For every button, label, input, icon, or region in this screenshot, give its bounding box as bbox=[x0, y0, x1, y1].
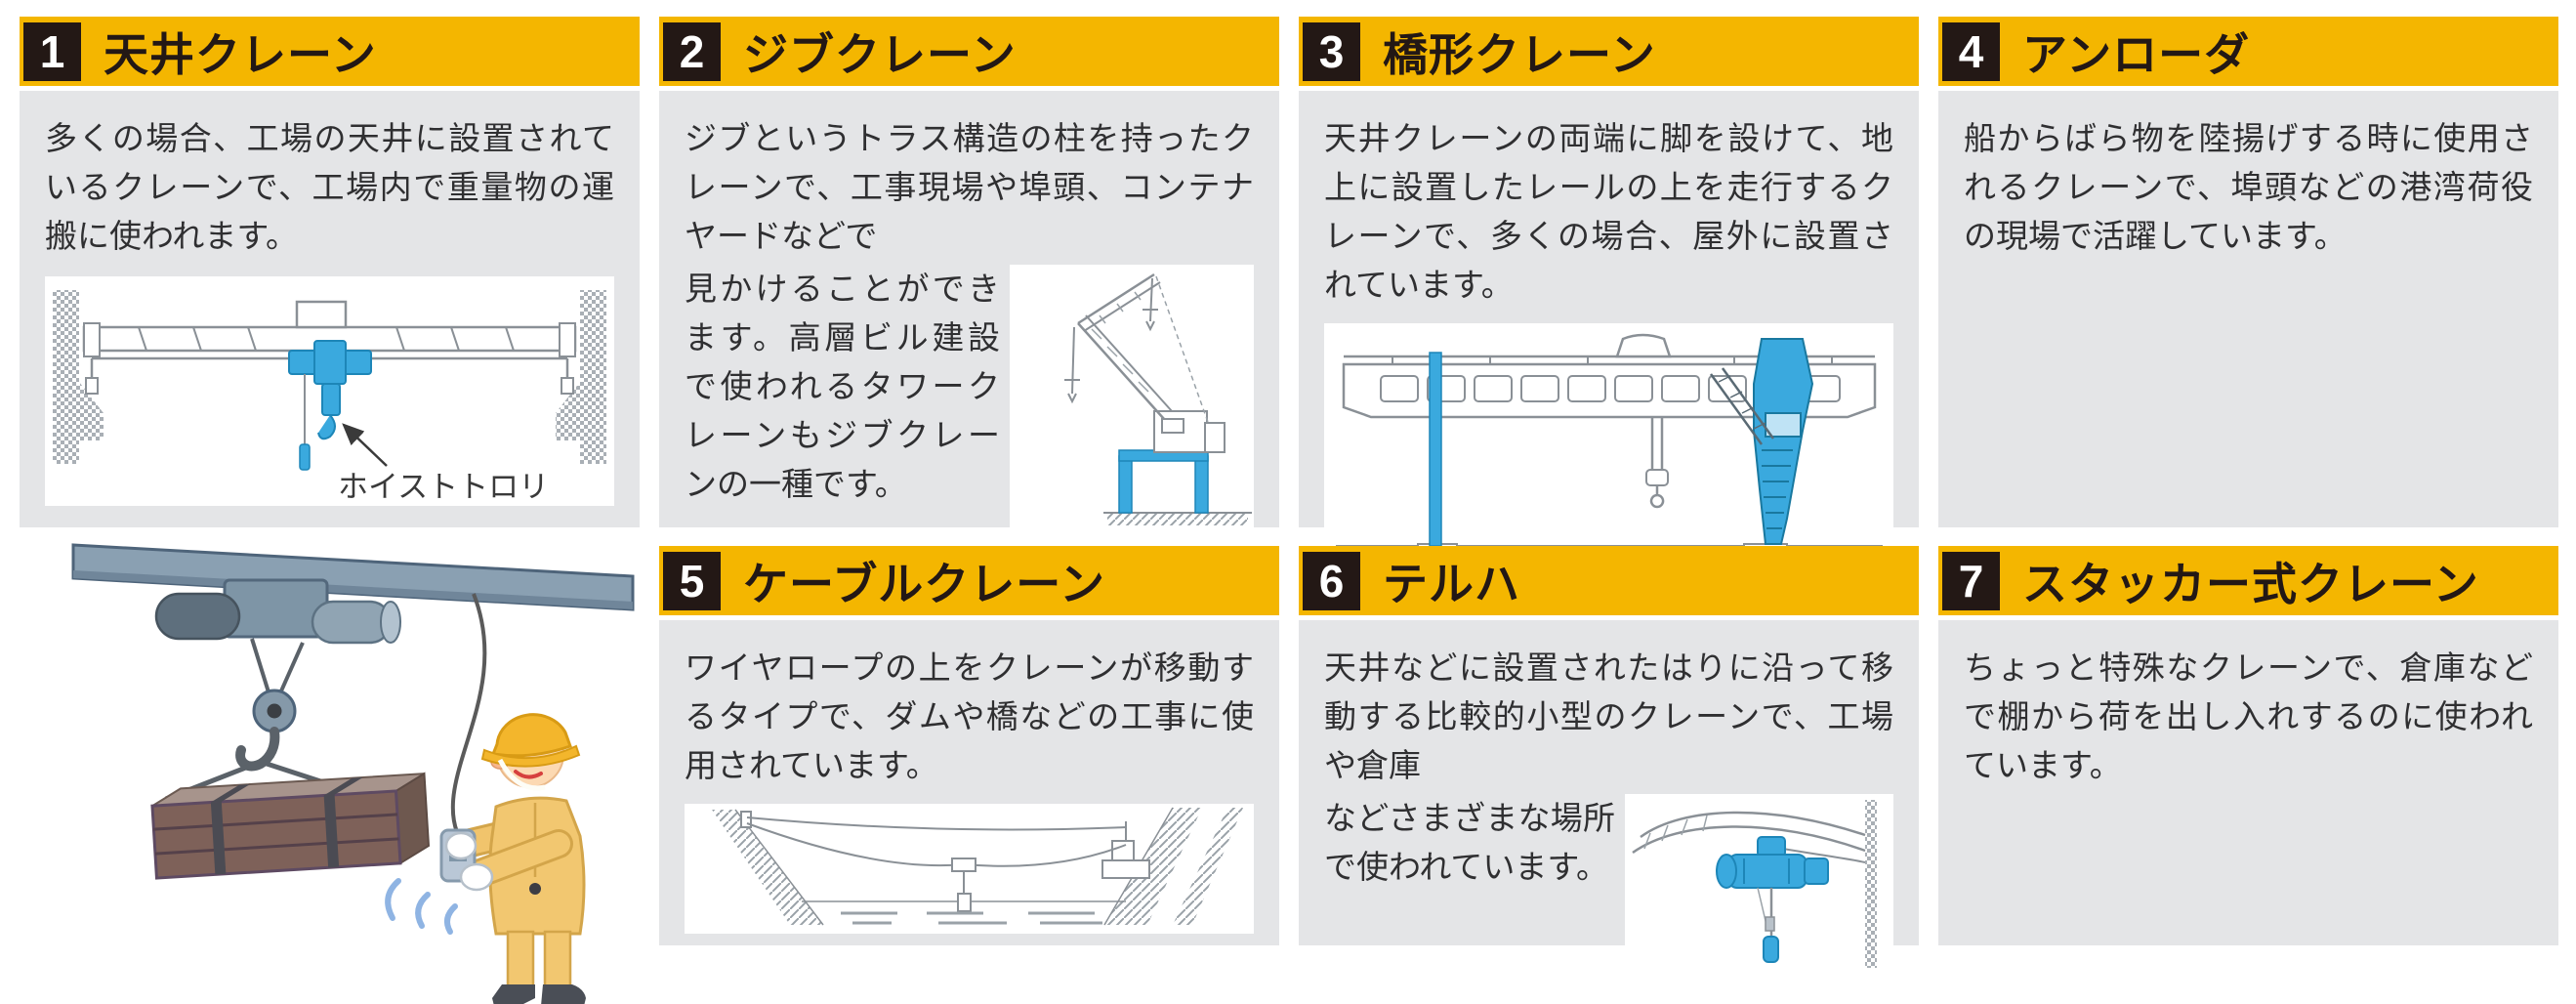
jib-crane-illustration bbox=[1010, 265, 1254, 536]
card-5-body: ワイヤロープの上をクレーンが移動するタイプで、ダムや橋などの工事に使用されていま… bbox=[659, 620, 1279, 945]
card-4-description: 船からばら物を陸揚げする時に使用されるクレーンで、埠頭などの港湾荷役の現場で活躍… bbox=[1964, 120, 2533, 254]
card-1-number: 1 bbox=[39, 26, 65, 77]
card-2-number: 2 bbox=[679, 26, 705, 77]
card-7-body: ちょっと特殊なクレーンで、倉庫などで棚から荷を出し入れするのに使われています。 bbox=[1938, 620, 2558, 945]
telpher-diagram bbox=[1632, 800, 1877, 968]
card-7-header: 7 スタッカー式クレーン bbox=[1938, 546, 2558, 615]
card-5-header: 5 ケーブルクレーン bbox=[659, 546, 1279, 615]
card-1-description: 多くの場合、工場の天井に設置されているクレーンで、工場内で重量物の運搬に使われま… bbox=[45, 120, 614, 254]
card-telpher: 6 テルハ 天井などに設置されたはりに沿って移動する比較的小型のクレーンで、工場… bbox=[1299, 546, 1919, 978]
gantry-crane-illustration bbox=[1324, 323, 1893, 567]
card-6-header: 6 テルハ bbox=[1299, 546, 1919, 615]
card-unloader: 4 アンローダ 船からばら物を陸揚げする時に使用されるクレーンで、埠頭などの港湾… bbox=[1938, 17, 2558, 527]
card-7-number: 7 bbox=[1958, 556, 1984, 607]
card-4-header: 4 アンローダ bbox=[1938, 17, 2558, 86]
card-jib-crane: 2 ジブクレーン ジブというトラス構造の柱を持ったクレーンで、工事現場や埠頭、コ… bbox=[659, 17, 1279, 536]
card-2-description-rest: 見かけることができます。高層ビル建設で使われるタワークレーンもジブクレーンの一種… bbox=[685, 271, 1000, 502]
hoist-trolley-label: ホイストトロリ bbox=[338, 470, 549, 504]
card-6-number-badge: 6 bbox=[1303, 552, 1360, 610]
card-4-number-badge: 4 bbox=[1942, 22, 2000, 81]
gantry-crane-diagram bbox=[1336, 333, 1883, 563]
card-6-description-rest: などさまざまな場所で使われています。 bbox=[1324, 800, 1615, 885]
card-6-number: 6 bbox=[1318, 556, 1345, 607]
card-5-number: 5 bbox=[679, 556, 705, 607]
card-overhead-crane: 1 天井クレーン 多くの場合、工場の天井に設置されているクレーンで、工場内で重量… bbox=[20, 17, 640, 527]
worker-figure bbox=[439, 713, 586, 1004]
card-4-number: 4 bbox=[1958, 26, 1984, 77]
worker-hoist-cartoon bbox=[20, 537, 640, 1004]
card-6-description-intro: 天井などに設置されたはりに沿って移動する比較的小型のクレーンで、工場や倉庫 bbox=[1324, 649, 1893, 783]
telpher-illustration bbox=[1625, 794, 1893, 978]
card-3-description: 天井クレーンの両端に脚を設けて、地上に設置したレールの上を走行するクレーンで、多… bbox=[1324, 120, 1893, 303]
card-1-header: 1 天井クレーン bbox=[20, 17, 640, 86]
card-2-header: 2 ジブクレーン bbox=[659, 17, 1279, 86]
card-3-number-badge: 3 bbox=[1303, 22, 1360, 81]
card-1-body: 多くの場合、工場の天井に設置されているクレーンで、工場内で重量物の運搬に使われま… bbox=[20, 91, 640, 527]
signal-waves bbox=[385, 878, 458, 935]
card-3-number: 3 bbox=[1318, 26, 1345, 77]
card-2-body: ジブというトラス構造の柱を持ったクレーンで、工事現場や埠頭、コンテナヤードなどで… bbox=[659, 91, 1279, 536]
cable-crane-diagram bbox=[712, 807, 1243, 926]
card-5-description: ワイヤロープの上をクレーンが移動するタイプで、ダムや橋などの工事に使用されていま… bbox=[685, 649, 1254, 783]
card-3-body: 天井クレーンの両端に脚を設けて、地上に設置したレールの上を走行するクレーンで、多… bbox=[1299, 91, 1919, 567]
card-3-header: 3 橋形クレーン bbox=[1299, 17, 1919, 86]
worker-operating-hoist-illustration bbox=[71, 543, 635, 1004]
card-7-description: ちょっと特殊なクレーンで、倉庫などで棚から荷を出し入れするのに使われています。 bbox=[1964, 649, 2533, 783]
card-gantry-crane: 3 橋形クレーン 天井クレーンの両端に脚を設けて、地上に設置したレールの上を走行… bbox=[1299, 17, 1919, 567]
card-7-number-badge: 7 bbox=[1942, 552, 2000, 610]
card-cable-crane: 5 ケーブルクレーン ワイヤロープの上をクレーンが移動するタイプで、ダムや橋など… bbox=[659, 546, 1279, 945]
card-6-title: テルハ bbox=[1383, 558, 1520, 609]
jib-crane-diagram bbox=[1064, 272, 1252, 525]
card-1-number-badge: 1 bbox=[23, 22, 81, 81]
card-3-title: 橋形クレーン bbox=[1383, 28, 1656, 80]
cable-crane-illustration bbox=[685, 804, 1254, 934]
card-7-title: スタッカー式クレーン bbox=[2022, 558, 2479, 609]
card-4-body: 船からばら物を陸揚げする時に使用されるクレーンで、埠頭などの港湾荷役の現場で活躍… bbox=[1938, 91, 2558, 527]
card-5-title: ケーブルクレーン bbox=[743, 558, 1105, 609]
card-stacker-crane: 7 スタッカー式クレーン ちょっと特殊なクレーンで、倉庫などで棚から荷を出し入れ… bbox=[1938, 546, 2558, 945]
card-2-title: ジブクレーン bbox=[743, 28, 1017, 80]
card-4-title: アンローダ bbox=[2022, 28, 2251, 80]
overhead-crane-diagram: ホイストトロリ bbox=[53, 290, 606, 504]
card-1-title: 天井クレーン bbox=[104, 28, 377, 80]
card-2-description-intro: ジブというトラス構造の柱を持ったクレーンで、工事現場や埠頭、コンテナヤードなどで bbox=[685, 120, 1254, 254]
card-2-number-badge: 2 bbox=[663, 22, 721, 81]
card-5-number-badge: 5 bbox=[663, 552, 721, 610]
card-6-body: 天井などに設置されたはりに沿って移動する比較的小型のクレーンで、工場や倉庫 など… bbox=[1299, 620, 1919, 978]
overhead-crane-illustration: ホイストトロリ bbox=[45, 276, 614, 506]
